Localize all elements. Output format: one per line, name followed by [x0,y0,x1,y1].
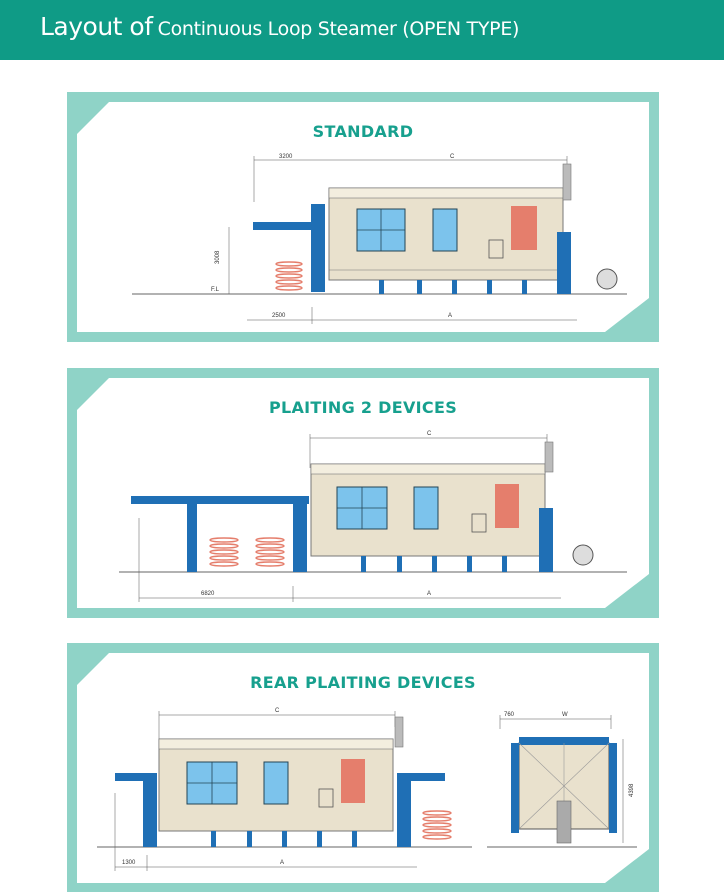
svg-text:W: W [562,712,568,718]
svg-text:4398: 4398 [629,783,635,797]
svg-text:C: C [450,154,455,160]
svg-text:A: A [427,591,431,597]
svg-text:A: A [448,313,452,319]
panel-standard: 3200 C 3008 F.L 2500 A STANDARD 3200 [67,92,659,342]
svg-text:1300: 1300 [122,860,136,866]
svg-text:3200: 3200 [279,154,293,160]
panel-rear-plaiting-drawing: C 1300 A 760 W 4398 [67,643,659,892]
svg-text:C: C [427,431,432,437]
svg-text:2500: 2500 [272,313,286,319]
panel-rear-plaiting-title: REAR PLAITING DEVICES [250,673,476,692]
panel-plaiting-2: C 6820 A PLAITING 2 DEVICES [67,368,659,618]
svg-text:C: C [275,708,280,714]
panel-rear-plaiting: C 1300 A 760 W 4398 REAR PLAITING DEVICE… [67,643,659,892]
title-main: Layout of [40,12,153,41]
panel-standard-title: STANDARD [312,122,414,141]
title-sub: Continuous Loop Steamer (OPEN TYPE) [157,18,520,40]
svg-text:760: 760 [504,712,515,718]
panel-standard-drawing: 3200 C 3008 F.L 2500 A [67,92,659,342]
svg-text:6820: 6820 [201,591,215,597]
panel-plaiting-2-drawing: C 6820 A [67,368,659,618]
svg-text:A: A [280,860,284,866]
panel-plaiting-2-title: PLAITING 2 DEVICES [268,398,458,417]
page-title: Layout of Continuous Loop Steamer (OPEN … [40,12,519,41]
page-header: Layout of Continuous Loop Steamer (OPEN … [0,0,724,60]
svg-text:F.L: F.L [211,287,220,293]
svg-text:3008: 3008 [215,250,221,264]
